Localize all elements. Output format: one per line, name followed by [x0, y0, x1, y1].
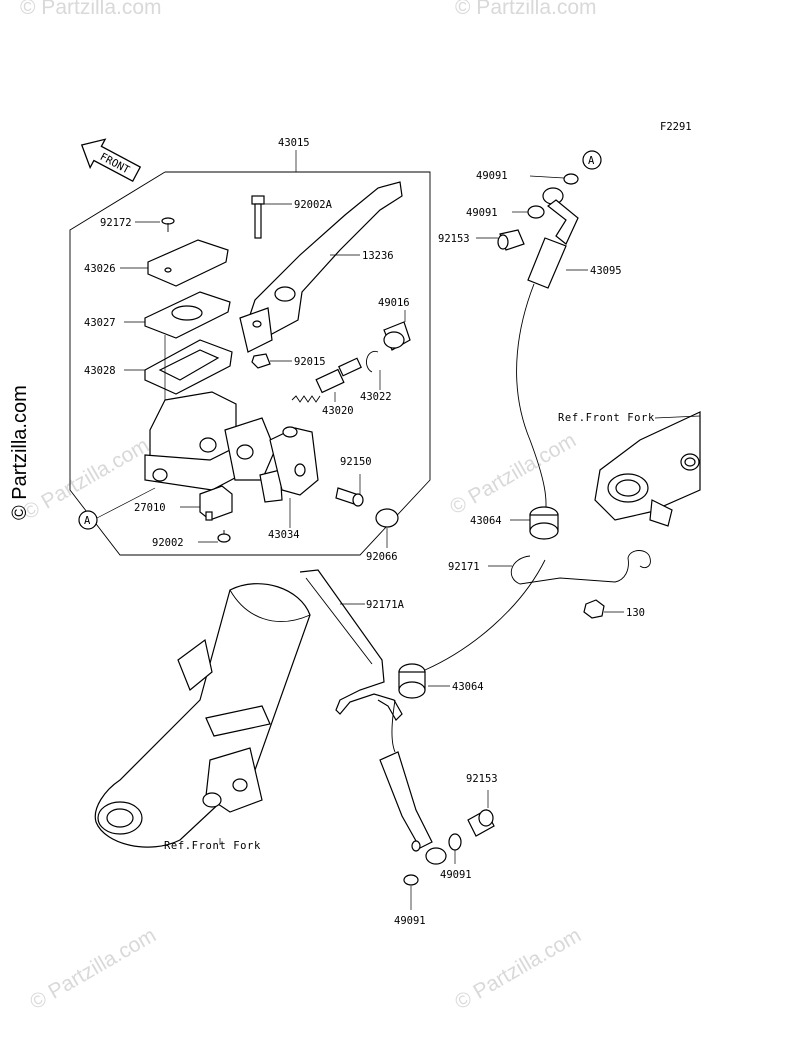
screw-92002 — [217, 530, 231, 543]
clamp-43034 — [269, 426, 319, 496]
switch-27010 — [199, 485, 233, 521]
cap-43026 — [147, 239, 229, 287]
front-fork-left — [94, 583, 311, 848]
watermark-bottom-left: © Partzilla.com — [26, 924, 160, 1015]
banjo-bolt-92153-top — [497, 229, 525, 251]
part-49091-low1-label: 49091 — [440, 869, 472, 881]
banjo-fitting-top — [527, 187, 579, 245]
connector-a-left-label: A — [84, 515, 91, 527]
cap-92066 — [375, 508, 399, 528]
part-13236-label: 13236 — [362, 250, 394, 262]
part-43028-label: 43028 — [84, 365, 116, 377]
part-92153-top-label: 92153 — [438, 233, 470, 245]
ref-front-fork-right-label: Ref.Front Fork — [558, 412, 655, 424]
watermark-bottom-right: © Partzilla.com — [451, 924, 585, 1015]
part-49091-top1-label: 49091 — [476, 170, 508, 182]
piston-assembly-43020 — [291, 357, 362, 403]
grommet-43064-low — [398, 663, 426, 699]
nut-92015 — [251, 353, 271, 369]
nut-130 — [583, 599, 605, 619]
connector-a-right: A — [582, 150, 602, 170]
part-43064-low-label: 43064 — [452, 681, 484, 693]
part-43020-label: 43020 — [322, 405, 354, 417]
bracket-92171a — [299, 569, 403, 721]
part-49016-label: 49016 — [378, 297, 410, 309]
part-130-label: 130 — [626, 607, 645, 619]
brake-hose-43095 — [424, 237, 567, 671]
bolt-92150 — [335, 487, 364, 507]
part-49091-top2-label: 49091 — [466, 207, 498, 219]
part-92171-label: 92171 — [448, 561, 480, 573]
assembly-outline — [69, 171, 431, 556]
watermark-top-right: © Partzilla.com — [455, 0, 597, 19]
part-43095-label: 43095 — [590, 265, 622, 277]
part-92172-label: 92172 — [100, 217, 132, 229]
front-arrow-icon: FRONT — [80, 138, 142, 183]
part-92002a-label: 92002A — [294, 199, 333, 211]
connector-a-left: A — [78, 510, 98, 530]
part-27010-label: 27010 — [134, 502, 166, 514]
brake-hose-lower — [379, 699, 447, 865]
part-92015-label: 92015 — [294, 356, 326, 368]
banjo-bolt-92153-low — [467, 809, 495, 837]
brake-lever-13236 — [239, 181, 403, 353]
master-cylinder-body — [144, 391, 283, 503]
figure-code: F2291 — [660, 121, 692, 133]
watermark-mid-right: © Partzilla.com — [446, 429, 580, 520]
circlip-43022 — [366, 350, 379, 373]
watermark-top-left: © Partzilla.com — [20, 0, 162, 19]
part-92066-label: 92066 — [366, 551, 398, 563]
clamp-92171 — [510, 550, 651, 585]
washer-49091-low1 — [448, 833, 462, 851]
grommet-43064-mid — [529, 506, 559, 540]
washer-49091-low2 — [403, 874, 419, 886]
part-43064-mid-label: 43064 — [470, 515, 502, 527]
part-43027-label: 43027 — [84, 317, 116, 329]
part-49091-low2-label: 49091 — [394, 915, 426, 927]
bolt-92002a — [251, 195, 265, 239]
part-43015-label: 43015 — [278, 137, 310, 149]
part-43026-label: 43026 — [84, 263, 116, 275]
boot-49016 — [383, 321, 411, 351]
washer-49091-top1 — [563, 173, 579, 185]
part-43034-label: 43034 — [268, 529, 300, 541]
screw-92172 — [161, 217, 175, 232]
connector-a-right-label: A — [588, 155, 595, 167]
part-92171a-label: 92171A — [366, 599, 405, 611]
part-43022-label: 43022 — [360, 391, 392, 403]
part-92150-label: 92150 — [340, 456, 372, 468]
side-watermark: © Partzilla.com — [9, 385, 31, 520]
front-fork-right — [594, 411, 701, 527]
part-92002-label: 92002 — [152, 537, 184, 549]
ref-front-fork-left-label: Ref.Front Fork — [164, 840, 261, 852]
part-92153-low-label: 92153 — [466, 773, 498, 785]
